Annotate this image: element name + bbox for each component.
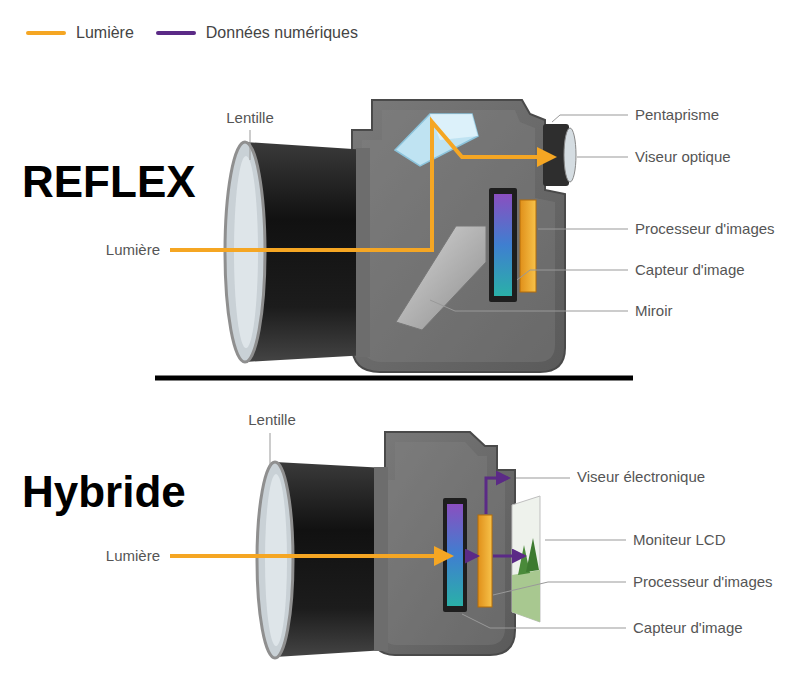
section-heading: REFLEX (22, 158, 196, 206)
part-label: Processeur d'images (633, 573, 773, 591)
part-label: Viseur optique (635, 148, 731, 166)
part-label: Moniteur LCD (633, 531, 726, 549)
part-label: Lumière (106, 547, 160, 565)
legend-swatch (26, 31, 66, 35)
part-label: Miroir (635, 302, 673, 320)
section-heading: Hybride (22, 468, 186, 516)
part-label: Pentaprisme (635, 106, 719, 124)
legend: Lumière Données numériques (26, 24, 380, 42)
part-label: Processeur d'images (635, 220, 775, 238)
part-label: Viseur électronique (577, 468, 705, 486)
legend-item: Lumière (26, 24, 134, 42)
legend-swatch (156, 31, 196, 35)
legend-item: Données numériques (156, 24, 358, 42)
part-label: Capteur d'image (635, 261, 745, 279)
part-label: Lumière (106, 241, 160, 259)
legend-text: Données numériques (206, 24, 358, 42)
legend-text: Lumière (76, 24, 134, 42)
part-label: Lentille (226, 109, 274, 127)
part-label: Capteur d'image (633, 619, 743, 637)
part-label: Lentille (248, 411, 296, 429)
